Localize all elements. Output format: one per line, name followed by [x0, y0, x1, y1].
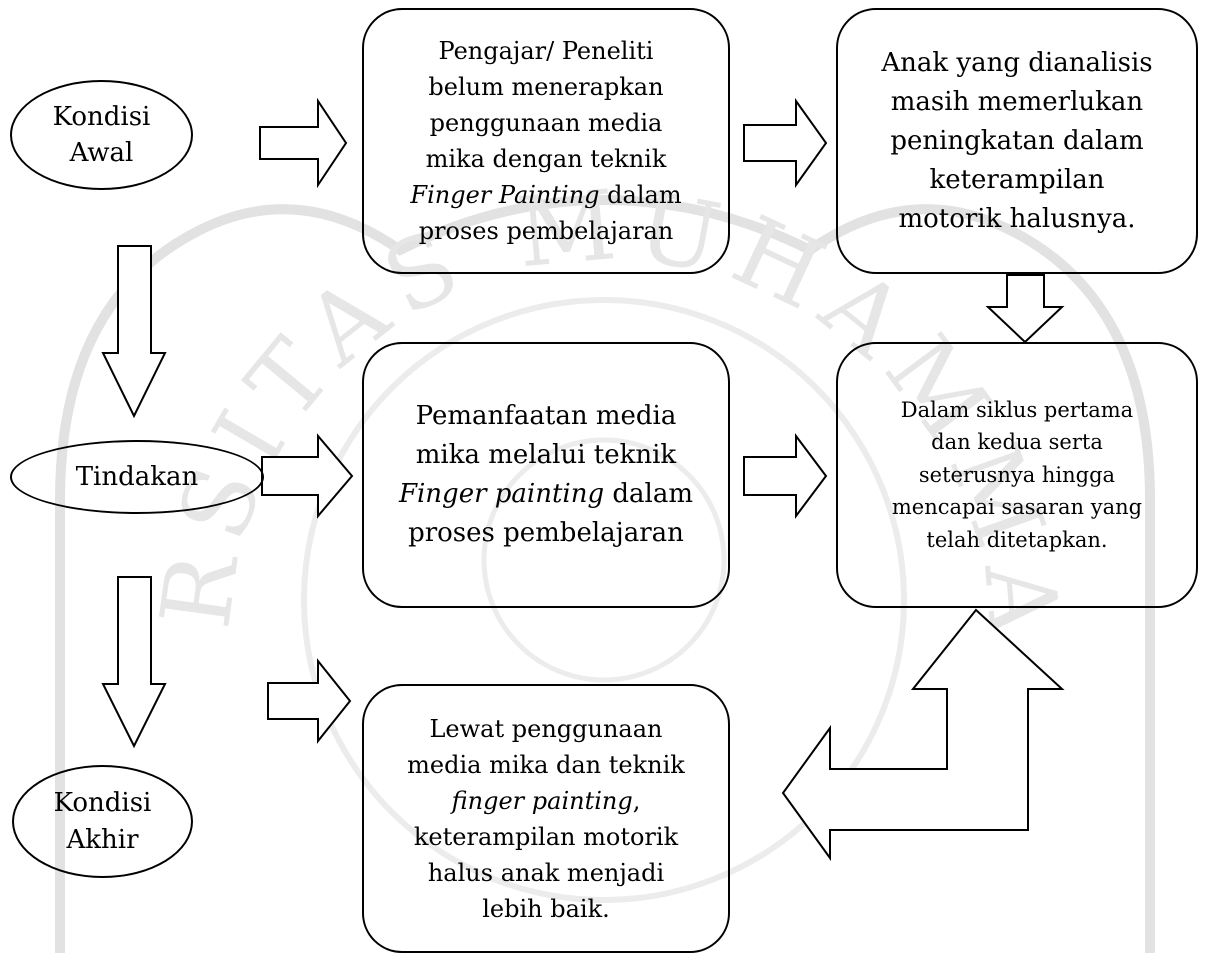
box-siklus-line-1: Dalam siklus pertama — [900, 397, 1134, 422]
arrow-right-icon — [261, 433, 354, 519]
node-kondisi-awal-line-1: Kondisi — [52, 101, 151, 132]
box-tindakan-line-1: Pemanfaatan media — [415, 401, 677, 431]
box-kondisi-awal-desc: Pengajar/ Peneliti belum menerapkan peng… — [362, 8, 730, 274]
box-tindakan-desc: Pemanfaatan media mika melalui teknik Fi… — [362, 342, 730, 608]
box-anak-desc: Anak yang dianalisis masih memerlukan pe… — [836, 8, 1198, 274]
box-akhir-line-2: media mika dan teknik — [407, 750, 685, 779]
arrow-right-icon — [743, 97, 828, 189]
box-akhir-italic: finger painting — [451, 786, 633, 815]
arrow-right-icon — [259, 97, 348, 189]
node-kondisi-awal: Kondisi Awal — [10, 80, 193, 190]
node-tindakan-label: Tindakan — [75, 461, 199, 492]
node-kondisi-awal-line-2: Awal — [69, 138, 134, 168]
arrow-right-icon — [743, 433, 828, 519]
box-tindakan-line-4: proses pembelajaran — [408, 518, 684, 548]
box-awal-line-5-rest: dalam — [599, 181, 682, 209]
arrow-down-icon — [101, 245, 167, 419]
box-anak-line-5: motorik halusnya. — [898, 203, 1136, 234]
arrow-down-icon — [101, 576, 167, 749]
box-akhir-line-6: lebih baik. — [482, 894, 610, 923]
box-akhir-line-3-rest: , — [632, 786, 641, 815]
box-anak-line-1: Anak yang dianalisis — [881, 47, 1153, 78]
box-akhir-line-3: finger painting, — [407, 783, 685, 819]
box-siklus-line-2: dan kedua serta — [931, 430, 1103, 455]
box-awal-line-6: proses pembelajaran — [418, 217, 674, 245]
box-siklus-line-3: seterusnya hingga — [918, 462, 1116, 487]
box-tindakan-italic: Finger painting — [398, 479, 605, 509]
arrow-up-left-icon — [781, 608, 1065, 862]
box-awal-line-5: Finger Painting dalam — [410, 177, 681, 213]
box-awal-line-1: Pengajar/ Peneliti — [438, 37, 654, 65]
node-kondisi-akhir: Kondisi Akhir — [12, 765, 193, 878]
box-awal-line-2: belum menerapkan — [428, 73, 664, 101]
box-tindakan-line-2: mika melalui teknik — [415, 440, 677, 470]
box-awal-line-4: mika dengan teknik — [425, 145, 667, 173]
box-anak-line-2: masih memerlukan — [890, 86, 1144, 117]
arrow-right-icon — [267, 658, 352, 744]
box-siklus-line-5: telah ditetapkan. — [926, 527, 1108, 552]
box-akhir-line-5: halus anak menjadi — [427, 858, 665, 887]
node-tindakan: Tindakan — [10, 440, 264, 514]
arrow-down-icon — [985, 274, 1065, 344]
box-kondisi-akhir-desc: Lewat penggunaan media mika dan teknik f… — [362, 684, 730, 953]
box-awal-line-3: penggunaan media — [429, 109, 663, 137]
box-tindakan-line-3: Finger painting dalam — [399, 475, 693, 514]
box-awal-italic: Finger Painting — [410, 181, 600, 209]
box-siklus-desc: Dalam siklus pertama dan kedua serta set… — [836, 342, 1198, 608]
box-akhir-line-4: keterampilan motorik — [413, 822, 679, 851]
box-anak-line-3: peningkatan dalam — [890, 125, 1144, 156]
box-siklus-line-4: mencapai sasaran yang — [891, 495, 1143, 520]
box-anak-line-4: keterampilan — [929, 164, 1105, 195]
box-tindakan-line-3-rest: dalam — [604, 479, 694, 509]
box-akhir-line-1: Lewat penggunaan — [429, 714, 663, 743]
node-kondisi-akhir-line-1: Kondisi — [53, 788, 152, 819]
node-kondisi-akhir-line-2: Akhir — [66, 824, 139, 855]
